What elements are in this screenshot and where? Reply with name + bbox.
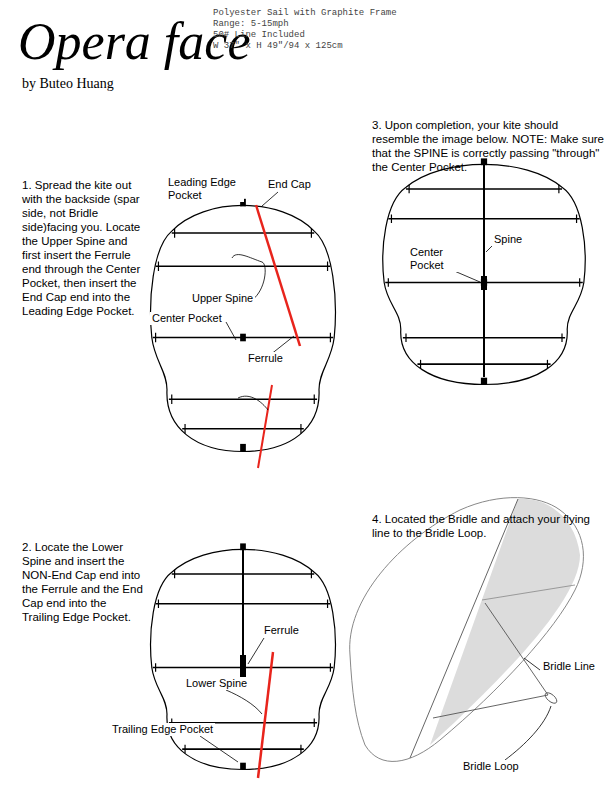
part-label: Leading Edge Pocket — [166, 176, 244, 202]
part-label: End Cap — [266, 178, 313, 191]
part-label: Bridle Loop — [461, 760, 521, 773]
part-label: Center Pocket — [408, 246, 460, 272]
part-label: Center Pocket — [150, 312, 224, 325]
step-text: 1. Spread the kite out with the backside… — [22, 178, 144, 318]
part-label: Ferrule — [246, 352, 285, 365]
step-text: 4. Located the Bridle and attach your fl… — [372, 512, 596, 540]
step-text: 3. Upon completion, your kite should res… — [372, 118, 606, 174]
part-label: Trailing Edge Pocket — [110, 723, 215, 736]
author: by Buteo Huang — [22, 76, 114, 93]
part-label: Spine — [492, 233, 524, 246]
part-label: Ferrule — [262, 624, 301, 637]
spec-line: Polyester Sail with Graphite Frame — [213, 8, 397, 19]
part-label: Bridle Line — [541, 660, 597, 673]
spec-line: Range: 5-15mph — [213, 19, 289, 30]
step-text: 2. Locate the Lower Spine and insert the… — [22, 540, 146, 624]
spec-line: 50# Line Included — [213, 30, 305, 41]
part-label: Upper Spine — [190, 292, 255, 305]
part-label: Lower Spine — [184, 677, 249, 690]
spec-line: W 37" x H 49"/94 x 125cm — [213, 41, 343, 52]
